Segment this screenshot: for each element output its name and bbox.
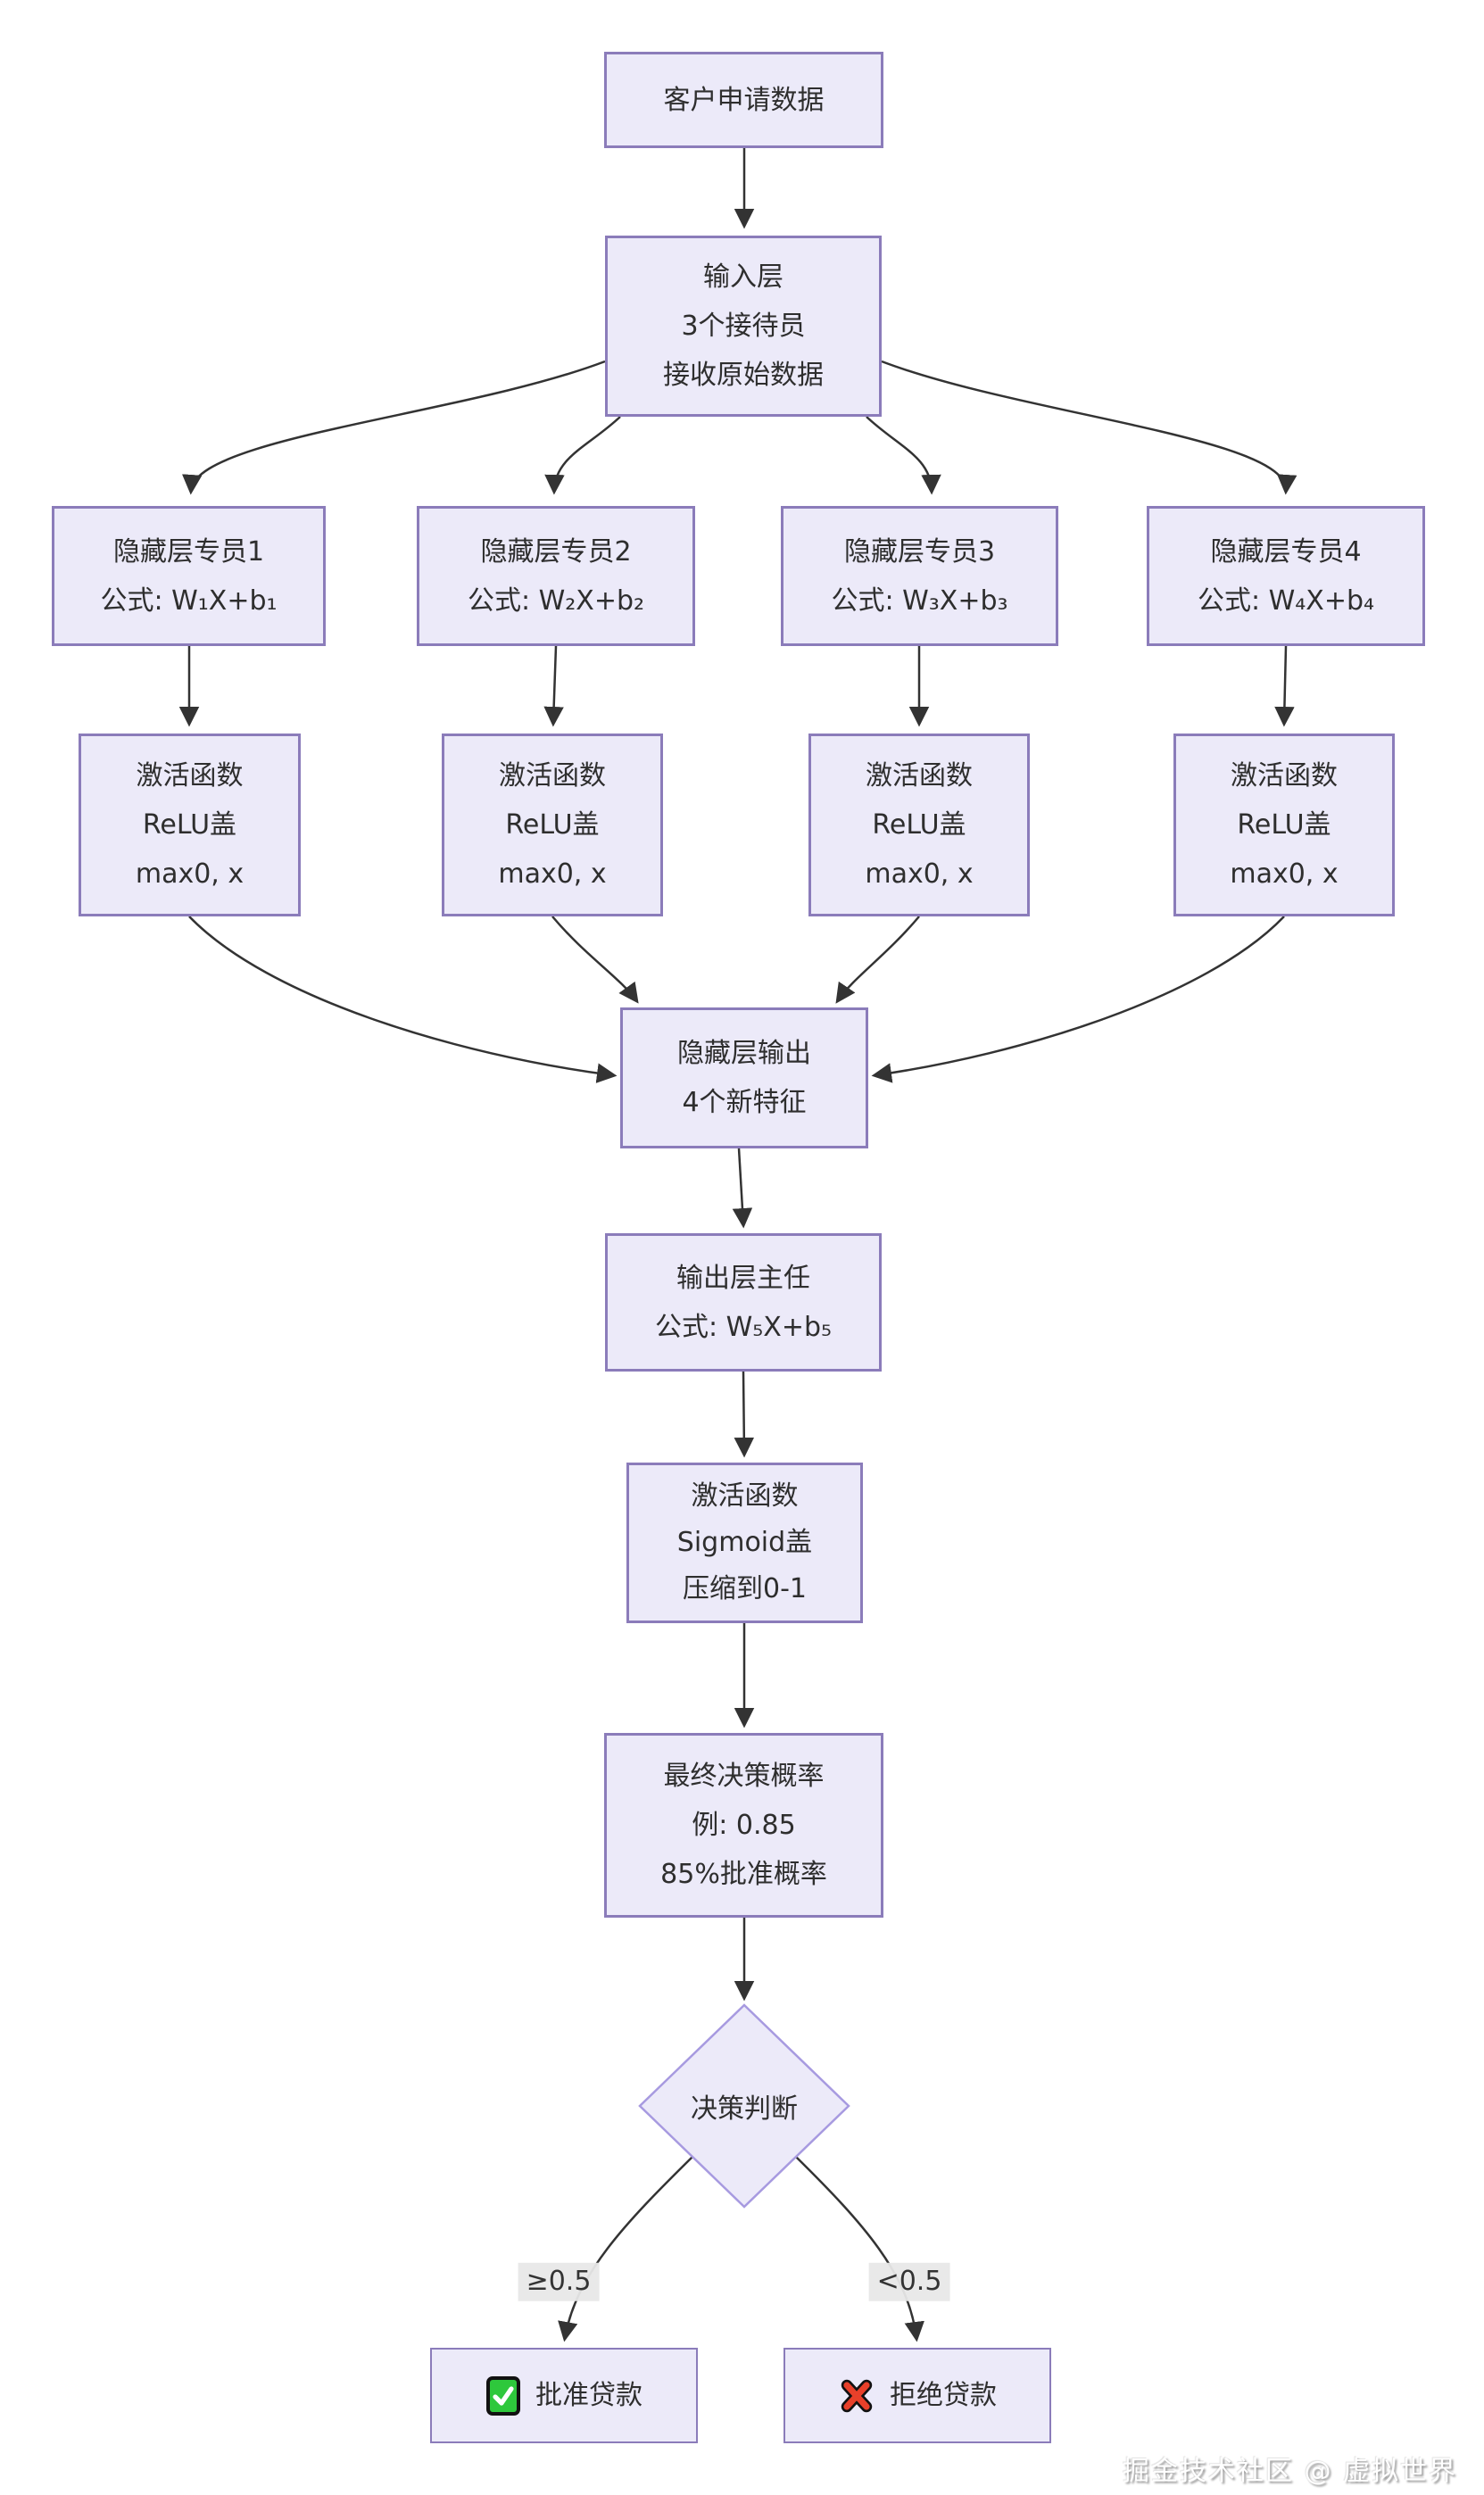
- node-hidden-2-line2: 公式: W₂X+b₂: [467, 584, 645, 617]
- node-relu-4-line2: ReLU盖: [1237, 809, 1331, 841]
- edge-hidden2-to-relu2: [543, 645, 564, 727]
- node-hidden-2: 隐藏层专员2 公式: W₂X+b₂: [417, 506, 695, 646]
- node-sigmoid-line1: 激活函数: [691, 1480, 799, 1512]
- node-relu-4-line1: 激活函数: [1231, 760, 1338, 792]
- edge-relu1-to-hiddenoutput: [188, 916, 618, 1083]
- node-sigmoid-line3: 压缩到0-1: [683, 1573, 807, 1604]
- edge-hidden4-to-relu4: [1274, 645, 1295, 727]
- node-hidden-output-line1: 隐藏层输出: [677, 1038, 811, 1069]
- node-hidden-4: 隐藏层专员4 公式: W₄X+b₄: [1147, 506, 1425, 646]
- node-probability-line1: 最终决策概率: [663, 1761, 825, 1792]
- node-reject: 拒绝贷款: [783, 2348, 1051, 2443]
- node-relu-1: 激活函数 ReLU盖 max0, x: [79, 734, 301, 916]
- node-sigmoid: 激活函数 Sigmoid盖 压缩到0-1: [626, 1463, 863, 1623]
- node-relu-1-line2: ReLU盖: [142, 809, 237, 841]
- node-reject-label: 拒绝贷款: [890, 2379, 997, 2411]
- node-relu-2-line3: max0, x: [498, 858, 607, 890]
- edge-input-to-hidden2: [544, 416, 621, 495]
- edge-label-approve-condition: ≥0.5: [518, 2262, 600, 2301]
- node-input-layer-line1: 输入层: [703, 261, 783, 293]
- edge-input-to-hidden1: [182, 360, 606, 495]
- node-sigmoid-line2: Sigmoid盖: [676, 1527, 813, 1558]
- node-approve: 批准贷款: [430, 2348, 698, 2443]
- edge-decision-to-reject: [795, 2156, 924, 2342]
- node-decision-label: 决策判断: [691, 2093, 798, 2125]
- node-relu-3-line2: ReLU盖: [872, 809, 966, 841]
- edge-hiddenoutput-to-outputlayer: [732, 1148, 753, 1229]
- watermark-text: 掘金技术社区 @ 虚拟世界: [1122, 2456, 1457, 2487]
- node-probability-line2: 例: 0.85: [692, 1810, 796, 1841]
- node-hidden-4-line1: 隐藏层专员4: [1210, 535, 1362, 568]
- node-hidden-2-line1: 隐藏层专员2: [480, 535, 632, 568]
- node-customer-data-text: 客户申请数据: [663, 84, 825, 116]
- edge-outputlayer-to-sigmoid: [734, 1371, 755, 1458]
- edge-label-reject-condition: <0.5: [868, 2262, 950, 2301]
- node-hidden-1: 隐藏层专员1 公式: W₁X+b₁: [52, 506, 326, 646]
- node-relu-3: 激活函数 ReLU盖 max0, x: [808, 734, 1030, 916]
- node-hidden-3-line2: 公式: W₃X+b₃: [831, 584, 1008, 617]
- node-relu-1-line3: max0, x: [135, 858, 245, 890]
- node-relu-3-line3: max0, x: [865, 858, 974, 890]
- node-hidden-3: 隐藏层专员3 公式: W₃X+b₃: [781, 506, 1058, 646]
- node-output-layer: 输出层主任 公式: W₅X+b₅: [605, 1233, 882, 1372]
- node-output-layer-line2: 公式: W₅X+b₅: [654, 1311, 833, 1343]
- node-probability: 最终决策概率 例: 0.85 85%批准概率: [604, 1733, 883, 1918]
- node-hidden-output-line2: 4个新特征: [682, 1087, 807, 1118]
- edge-input-to-hidden3: [866, 416, 941, 495]
- node-input-layer-line2: 3个接待员: [681, 311, 806, 342]
- node-customer-data: 客户申请数据: [604, 52, 883, 148]
- node-input-layer-line3: 接收原始数据: [663, 360, 824, 391]
- edge-decision-to-approve: [558, 2156, 693, 2342]
- node-relu-4: 激活函数 ReLU盖 max0, x: [1173, 734, 1395, 916]
- node-hidden-3-line1: 隐藏层专员3: [843, 535, 996, 568]
- node-relu-1-line1: 激活函数: [136, 760, 244, 792]
- node-probability-line3: 85%批准概率: [660, 1859, 827, 1890]
- node-relu-2-line2: ReLU盖: [505, 809, 600, 841]
- node-hidden-4-line2: 公式: W₄X+b₄: [1197, 584, 1375, 617]
- node-hidden-1-line2: 公式: W₁X+b₁: [100, 584, 278, 617]
- node-hidden-1-line1: 隐藏层专员1: [112, 535, 265, 568]
- node-approve-label: 批准贷款: [535, 2379, 643, 2411]
- node-output-layer-line1: 输出层主任: [676, 1262, 810, 1294]
- node-input-layer: 输入层 3个接待员 接收原始数据: [605, 236, 882, 417]
- cross-icon: [838, 2375, 875, 2416]
- edge-relu4-to-hiddenoutput: [871, 916, 1285, 1083]
- check-icon: [485, 2375, 521, 2416]
- node-relu-2-line1: 激活函数: [499, 760, 606, 792]
- edge-relu3-to-hiddenoutput: [835, 916, 920, 1004]
- node-relu-3-line1: 激活函数: [866, 760, 973, 792]
- decision-diamond-shape: [638, 2003, 850, 2209]
- edge-input-to-hidden4: [881, 360, 1297, 495]
- edge-relu2-to-hiddenoutput: [551, 916, 639, 1004]
- node-relu-2: 激活函数 ReLU盖 max0, x: [442, 734, 663, 916]
- node-relu-4-line3: max0, x: [1230, 858, 1339, 890]
- node-hidden-output: 隐藏层输出 4个新特征: [620, 1007, 868, 1148]
